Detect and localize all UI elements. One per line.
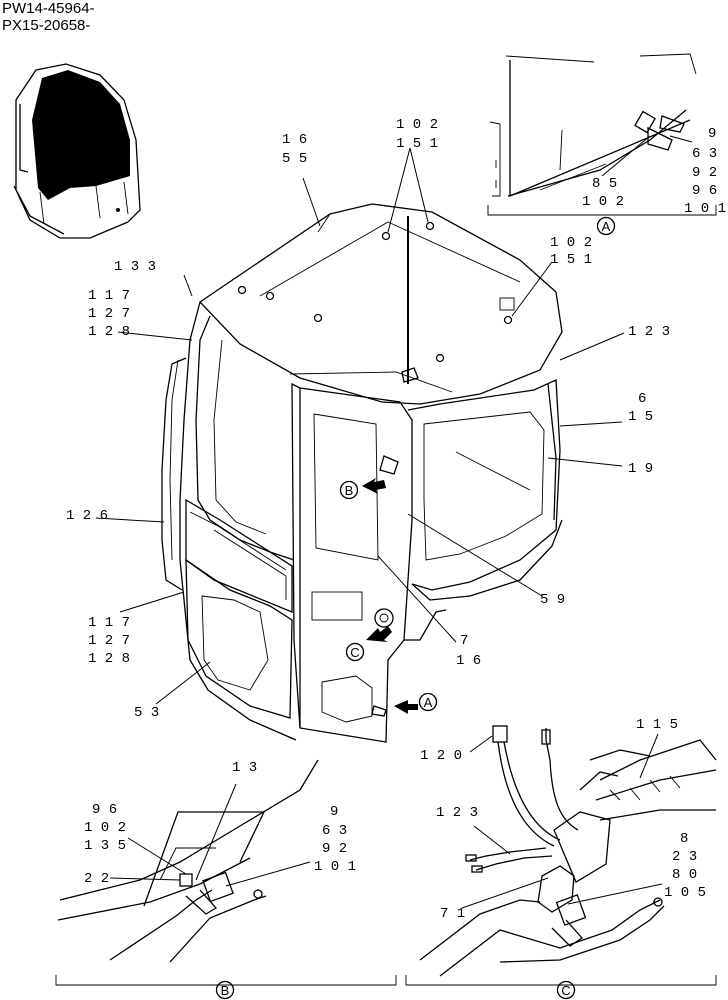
part-number: 1 1 5 xyxy=(636,717,678,733)
detail-b-letter: B xyxy=(221,983,230,998)
callout-c-main: C xyxy=(345,642,365,662)
detail-b: B xyxy=(55,759,397,1000)
part-number: 6 3 xyxy=(692,146,717,162)
part-label-53: 5 3 xyxy=(134,705,159,721)
part-number: 1 2 8 xyxy=(88,324,130,340)
detail-c: C xyxy=(405,725,717,1000)
part-number: 1 0 1 xyxy=(314,859,356,875)
detail-a: A xyxy=(487,53,717,236)
part-number: 2 3 xyxy=(672,849,697,865)
part-number: 1 1 7 xyxy=(88,615,130,631)
cab-main-view xyxy=(161,203,563,743)
part-number: 1 2 0 xyxy=(420,748,462,764)
part-label-19: 1 9 xyxy=(628,461,653,477)
part-label-71: 7 1 xyxy=(440,906,465,922)
part-number: 5 3 xyxy=(134,705,159,721)
part-number: 8 xyxy=(680,831,688,847)
part-number: 1 9 xyxy=(628,461,653,477)
part-number: 5 9 xyxy=(540,592,565,608)
part-label-117-127-128-upper: 1 1 7 1 2 7 1 2 8 xyxy=(88,288,130,340)
part-number: 1 0 1 xyxy=(684,201,726,217)
cab-thumbnail xyxy=(13,63,141,239)
part-label-115: 1 1 5 xyxy=(636,717,678,733)
part-number: 9 6 xyxy=(92,802,117,818)
part-label-detail-c-right: 8 2 3 8 0 1 0 5 xyxy=(664,831,706,901)
part-label-117-127-128-lower: 1 1 7 1 2 7 1 2 8 xyxy=(88,615,130,667)
part-number: 9 xyxy=(330,804,338,820)
part-label-120: 1 2 0 xyxy=(420,748,462,764)
part-label-126: 1 2 6 xyxy=(66,508,108,524)
part-number: 1 2 3 xyxy=(628,324,670,340)
part-number: 8 5 xyxy=(592,176,617,192)
part-number: 7 1 xyxy=(440,906,465,922)
part-label-133: 1 3 3 xyxy=(114,259,156,275)
part-label-13: 1 3 xyxy=(232,760,257,776)
callout-b-main: B xyxy=(339,480,359,500)
part-labels: 1 6 5 5 1 0 2 1 5 1 1 0 2 1 5 1 1 3 3 1 … xyxy=(66,117,726,922)
part-number: 6 xyxy=(638,391,646,407)
part-number: 1 3 5 xyxy=(84,838,126,854)
part-number: 9 2 xyxy=(692,165,717,181)
part-label-6-15: 6 1 5 xyxy=(628,391,653,425)
callout-c-letter: C xyxy=(350,645,359,660)
part-number: 1 0 5 xyxy=(664,885,706,901)
part-number: 8 0 xyxy=(672,867,697,883)
callout-arrows xyxy=(362,478,418,714)
part-number: 1 2 7 xyxy=(88,633,130,649)
part-number: 1 2 6 xyxy=(66,508,108,524)
detail-a-letter: A xyxy=(602,219,611,234)
leader-lines xyxy=(95,135,693,909)
part-label-16-55: 1 6 5 5 xyxy=(282,132,307,167)
part-number: 7 xyxy=(460,633,468,649)
part-label-123-detail-c: 1 2 3 xyxy=(436,805,478,821)
part-number: 9 xyxy=(708,126,716,142)
callout-a-letter: A xyxy=(424,695,433,710)
part-label-96-102-135: 9 6 1 0 2 1 3 5 xyxy=(84,802,126,854)
part-number: 1 0 2 xyxy=(582,194,624,210)
part-label-102-151-right: 1 0 2 1 5 1 xyxy=(550,235,592,268)
part-label-59: 5 9 xyxy=(540,592,565,608)
part-number: 1 5 xyxy=(628,409,653,425)
serial-range-1: PW14-45964- xyxy=(2,0,95,17)
part-number: 1 3 xyxy=(232,760,257,776)
part-label-102-151-top: 1 0 2 1 5 1 xyxy=(396,117,438,152)
part-number: 1 3 3 xyxy=(114,259,156,275)
part-number: 1 1 7 xyxy=(88,288,130,304)
part-number: 1 0 2 xyxy=(396,117,438,133)
part-number: 1 5 1 xyxy=(396,136,438,152)
detail-c-letter: C xyxy=(561,983,570,998)
part-number: 1 6 xyxy=(456,653,481,669)
callout-a-main: A xyxy=(418,692,438,712)
part-number: 6 3 xyxy=(322,823,347,839)
part-number: 1 2 3 xyxy=(436,805,478,821)
part-number: 2 2 xyxy=(84,871,109,887)
part-number: 1 5 1 xyxy=(550,252,592,268)
part-label-detail-a-right: 9 6 3 9 2 9 6 1 0 1 xyxy=(684,126,726,217)
part-number: 9 2 xyxy=(322,841,347,857)
part-number: 1 2 8 xyxy=(88,651,130,667)
part-number: 5 5 xyxy=(282,151,307,167)
part-number: 1 2 7 xyxy=(88,306,130,322)
part-number: 1 6 xyxy=(282,132,307,148)
part-number: 9 6 xyxy=(692,183,717,199)
part-number: 1 0 2 xyxy=(84,820,126,836)
serial-range-2: PX15-20658- xyxy=(2,17,91,34)
part-label-22: 2 2 xyxy=(84,871,109,887)
part-number: 1 0 2 xyxy=(550,235,592,251)
part-label-123-main: 1 2 3 xyxy=(628,324,670,340)
callout-b-letter: B xyxy=(345,483,354,498)
part-label-85-102: 8 5 1 0 2 xyxy=(582,176,624,210)
part-label-detail-b-right: 9 6 3 9 2 1 0 1 xyxy=(314,804,356,875)
part-label-7-16: 7 1 6 xyxy=(456,633,481,669)
